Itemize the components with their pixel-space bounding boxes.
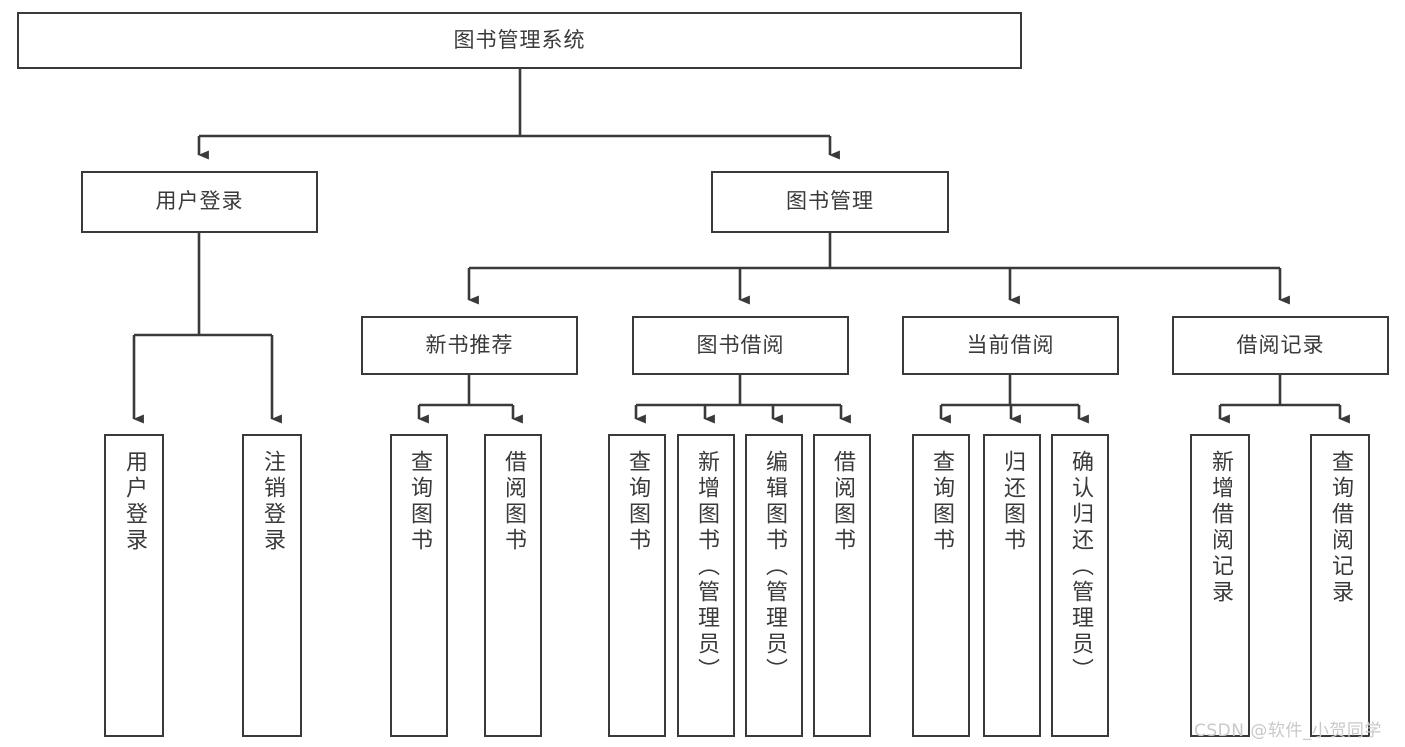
- node-borrow-record-label: 借阅记录: [1236, 332, 1325, 357]
- node-root-label: 图书管理系统: [453, 27, 586, 52]
- node-new-book-recommend[interactable]: 新书推荐: [361, 316, 578, 375]
- leaf-query-book-current[interactable]: 查询图书: [912, 434, 970, 737]
- leaf-add-book-admin-label: 新增图书（管理员）: [694, 450, 719, 684]
- node-current-borrow[interactable]: 当前借阅: [902, 316, 1119, 375]
- node-user-login-label: 用户登录: [155, 189, 244, 214]
- leaf-edit-book-admin-label: 编辑图书（管理员）: [762, 450, 787, 684]
- node-borrow-record[interactable]: 借阅记录: [1172, 316, 1389, 375]
- csdn-watermark: CSDN @软件_小贺同学: [1194, 721, 1382, 741]
- leaf-borrow-book-new[interactable]: 借阅图书: [484, 434, 542, 737]
- node-book-borrow[interactable]: 图书借阅: [632, 316, 849, 375]
- leaf-return-book-label: 归还图书: [1000, 450, 1025, 554]
- leaf-return-book[interactable]: 归还图书: [983, 434, 1041, 737]
- leaf-edit-book-admin[interactable]: 编辑图书（管理员）: [745, 434, 803, 737]
- node-user-login[interactable]: 用户登录: [81, 171, 318, 233]
- leaf-user-login[interactable]: 用户登录: [104, 434, 164, 737]
- leaf-query-book-current-label: 查询图书: [929, 450, 954, 554]
- leaf-query-book-label: 查询图书: [625, 450, 650, 554]
- leaf-query-book[interactable]: 查询图书: [608, 434, 666, 737]
- leaf-confirm-return-admin-label: 确认归还（管理员）: [1068, 450, 1093, 684]
- node-book-management[interactable]: 图书管理: [711, 171, 949, 233]
- node-root[interactable]: 图书管理系统: [17, 12, 1022, 69]
- leaf-query-borrow-record-label: 查询借阅记录: [1328, 450, 1353, 606]
- leaf-logout-label: 注销登录: [260, 450, 285, 554]
- node-new-book-recommend-label: 新书推荐: [425, 332, 514, 357]
- leaf-logout[interactable]: 注销登录: [242, 434, 302, 737]
- leaf-query-borrow-record[interactable]: 查询借阅记录: [1310, 434, 1370, 737]
- node-current-borrow-label: 当前借阅: [966, 332, 1055, 357]
- leaf-confirm-return-admin[interactable]: 确认归还（管理员）: [1051, 434, 1109, 737]
- node-book-borrow-label: 图书借阅: [696, 332, 785, 357]
- leaf-add-borrow-record[interactable]: 新增借阅记录: [1190, 434, 1250, 737]
- leaf-add-book-admin[interactable]: 新增图书（管理员）: [677, 434, 735, 737]
- leaf-query-book-new[interactable]: 查询图书: [390, 434, 448, 737]
- leaf-add-borrow-record-label: 新增借阅记录: [1208, 450, 1233, 606]
- leaf-borrow-book[interactable]: 借阅图书: [813, 434, 871, 737]
- leaf-user-login-label: 用户登录: [122, 450, 147, 554]
- node-book-management-label: 图书管理: [786, 189, 874, 214]
- leaf-borrow-book-new-label: 借阅图书: [501, 450, 526, 554]
- leaf-borrow-book-label: 借阅图书: [830, 450, 855, 554]
- leaf-query-book-new-label: 查询图书: [407, 450, 432, 554]
